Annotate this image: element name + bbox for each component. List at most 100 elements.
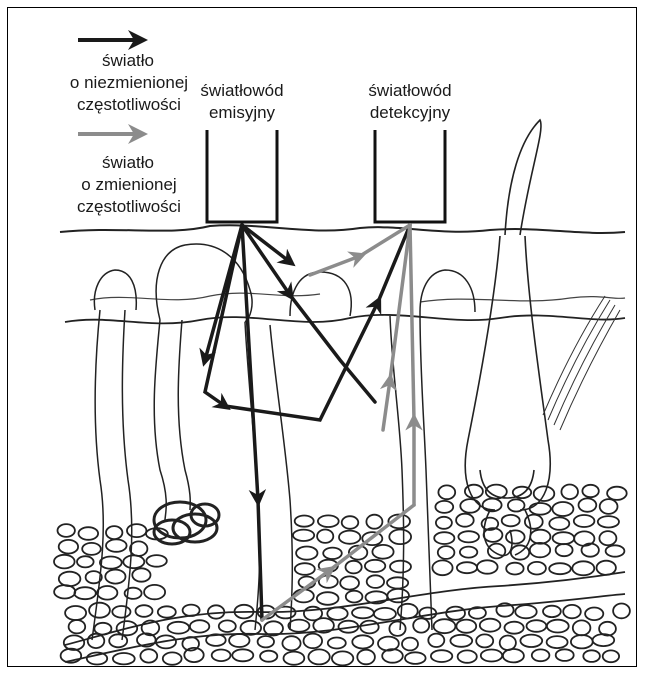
- fat-cell: [506, 530, 525, 543]
- fat-cell: [458, 650, 477, 662]
- fat-cell: [132, 568, 150, 581]
- fat-cell: [549, 517, 569, 529]
- fat-cell: [295, 563, 315, 575]
- epidermis-layer: [90, 293, 320, 300]
- fat-cell: [520, 635, 542, 647]
- fat-cell: [168, 622, 190, 634]
- fat-cell: [599, 531, 616, 545]
- emission-fiber: [207, 130, 277, 222]
- fat-cell: [59, 572, 81, 586]
- fat-cell: [528, 562, 546, 575]
- fat-cell: [112, 606, 130, 618]
- fat-cell: [458, 531, 479, 542]
- fat-cell: [295, 516, 314, 527]
- fat-cell: [366, 515, 382, 529]
- fat-cell: [460, 547, 477, 558]
- fat-cell: [556, 649, 574, 661]
- fat-cell: [573, 620, 591, 635]
- fat-cell: [456, 514, 474, 527]
- dark-ray: [242, 225, 290, 262]
- fat-cell: [530, 543, 550, 557]
- fat-cell: [434, 619, 456, 633]
- fat-cell: [190, 620, 209, 632]
- fat-cell: [502, 515, 520, 526]
- fat-cell: [583, 650, 600, 662]
- papilla: [420, 270, 475, 312]
- fat-cell: [435, 501, 453, 513]
- fat-cell: [232, 649, 253, 661]
- fat-cell: [547, 620, 569, 633]
- fat-cell: [431, 650, 452, 662]
- fat-cell: [582, 485, 598, 497]
- fat-cell: [552, 502, 573, 516]
- fat-cell: [389, 530, 411, 545]
- fat-cell: [109, 634, 127, 647]
- legend-unchanged-label-1: światło: [88, 50, 168, 72]
- fat-cell: [89, 603, 110, 618]
- fat-cell: [357, 650, 375, 665]
- detection-fiber: [375, 130, 445, 222]
- fat-cell: [387, 589, 409, 602]
- fat-cell: [477, 560, 498, 573]
- gray-ray: [310, 256, 360, 275]
- fat-cell: [382, 649, 403, 663]
- fat-cell: [515, 605, 536, 618]
- fat-cell: [318, 515, 339, 527]
- fat-cell: [582, 544, 599, 557]
- fat-cell: [136, 605, 153, 617]
- fat-cell: [367, 575, 384, 588]
- fat-cell: [260, 651, 277, 662]
- fat-cell: [54, 585, 75, 598]
- fat-cell: [436, 517, 452, 529]
- fat-cell: [296, 547, 317, 560]
- skin-surface: [60, 225, 625, 233]
- fat-cell: [339, 531, 360, 544]
- fat-cell: [288, 620, 309, 632]
- fat-cell: [212, 650, 231, 662]
- fat-cell: [130, 541, 147, 556]
- gray-rays: [262, 225, 414, 620]
- fat-cell: [106, 526, 122, 539]
- fat-cell: [82, 543, 101, 555]
- fat-cell: [481, 650, 502, 662]
- fat-cell: [229, 634, 249, 647]
- fat-cell: [603, 650, 619, 662]
- fat-cell: [585, 608, 603, 621]
- fat-cell: [607, 487, 627, 500]
- fat-cell: [94, 623, 111, 635]
- fat-cell: [308, 649, 329, 664]
- fat-cell: [525, 515, 543, 529]
- gray-ray: [383, 380, 390, 430]
- fat-cell: [465, 485, 483, 498]
- fat-cell: [372, 545, 393, 559]
- fat-cell: [365, 560, 385, 572]
- emission-fiber-label-2: emisyjny: [182, 102, 302, 124]
- fat-cell: [547, 636, 568, 648]
- fat-cell: [65, 606, 86, 620]
- fat-cell: [293, 530, 314, 541]
- fat-cell: [342, 516, 359, 529]
- fat-cell: [432, 560, 452, 575]
- fat-cell: [572, 561, 594, 575]
- fat-cell: [79, 527, 99, 540]
- fat-cell: [54, 555, 75, 569]
- fat-cell: [158, 606, 176, 617]
- fat-cell: [446, 607, 465, 620]
- fat-cell: [504, 622, 523, 634]
- fat-cell: [543, 606, 561, 617]
- fat-cell: [332, 651, 353, 665]
- vessel: [178, 320, 190, 510]
- fat-cell: [579, 498, 597, 511]
- fat-cell: [360, 621, 378, 634]
- fat-cell: [97, 586, 117, 600]
- fat-cell: [346, 591, 363, 603]
- fat-cell: [405, 652, 426, 664]
- fat-cell: [476, 634, 493, 647]
- fat-cell: [553, 532, 575, 544]
- fat-cell: [123, 555, 144, 568]
- fat-cell: [340, 576, 359, 589]
- fat-cell: [127, 524, 146, 537]
- fat-cell: [317, 530, 333, 543]
- fat-cell: [460, 499, 480, 513]
- fat-cell: [508, 499, 525, 511]
